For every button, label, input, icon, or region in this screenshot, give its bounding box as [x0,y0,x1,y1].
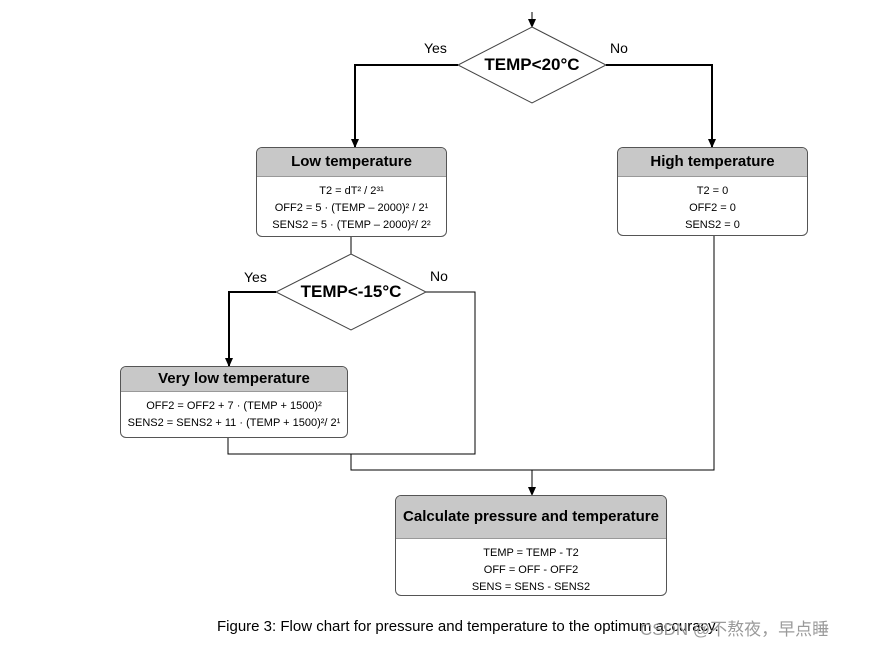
decision-2-yes: Yes [244,269,267,285]
yes-branch-arrow [351,64,458,148]
calculate-line: TEMP = TEMP - T2 [483,547,579,559]
decision-label-1: TEMP<20°C [484,55,580,74]
very-low-temperature-box: Very low temperature OFF2 = OFF2 + 7 · (… [120,366,348,438]
no-branch-arrow [606,64,716,148]
very-low-temperature-line: OFF2 = OFF2 + 7 · (TEMP + 1500)² [146,400,322,412]
decision-1-yes: Yes [424,40,447,56]
merge-left-line [350,236,715,471]
decision-label-2: TEMP<-15°C [300,282,402,301]
calculate-box: Calculate pressure and temperature TEMP … [395,495,667,596]
low-temperature-title: Low temperature [257,148,446,177]
calculate-line: SENS = SENS - SENS2 [471,581,591,593]
high-temperature-line: OFF2 = 0 [689,202,736,214]
very-low-temperature-line: SENS2 = SENS2 + 11 · (TEMP + 1500)²/ 2¹ [127,417,341,429]
high-temperature-line: SENS2 = 0 [685,219,740,231]
no-branch-line-2 [227,291,476,455]
decision-diamond-temp-20 [456,26,608,104]
very-low-temperature-title: Very low temperature [121,367,347,392]
high-temperature-title: High temperature [618,148,807,177]
low-temperature-box: Low temperature T2 = dT² / 2³¹ OFF2 = 5 … [256,147,447,237]
decision-diamond-temp-minus-15 [274,253,428,331]
high-temperature-line: T2 = 0 [696,185,729,197]
decision-2-no: No [430,268,448,284]
yes-branch-arrow-2 [225,291,276,367]
low-temperature-line: OFF2 = 5 · (TEMP – 2000)² / 2¹ [274,202,429,214]
decision-1-no: No [610,40,628,56]
calculate-line: OFF = OFF - OFF2 [483,564,579,576]
figure-caption: Figure 3: Flow chart for pressure and te… [217,618,719,635]
watermark: CSDN @不熬夜，早点睡 [640,620,830,639]
high-temperature-box: High temperature T2 = 0 OFF2 = 0 SENS2 =… [617,147,808,236]
low-temperature-line: SENS2 = 5 · (TEMP – 2000)²/ 2² [272,219,431,231]
calculate-title: Calculate pressure and temperature [396,496,666,539]
low-temperature-line: T2 = dT² / 2³¹ [319,185,384,197]
